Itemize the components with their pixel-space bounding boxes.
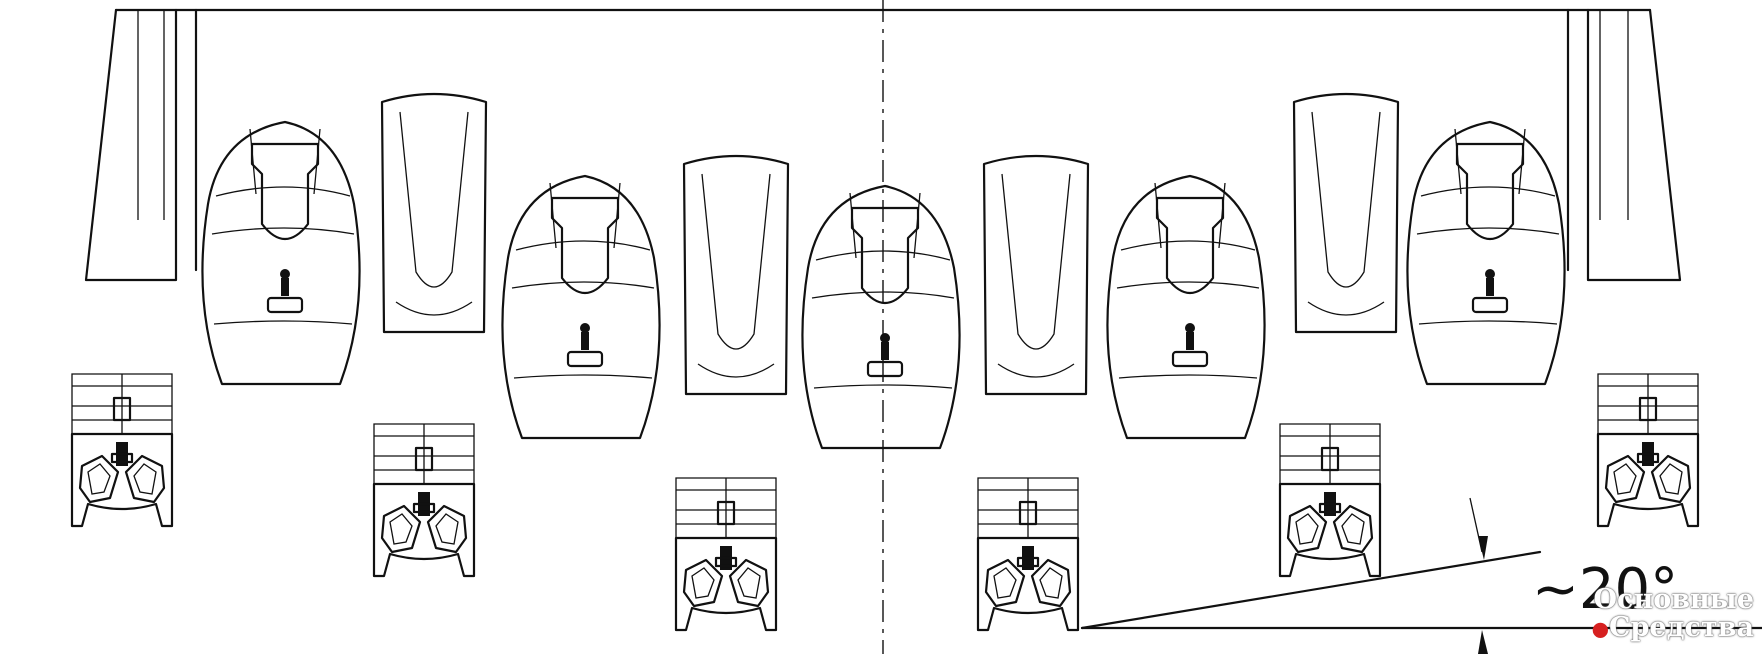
shroud-4 xyxy=(1106,174,1266,440)
shroud-1 xyxy=(201,120,361,386)
shroud-3 xyxy=(801,184,961,450)
angle-dimension xyxy=(1080,497,1762,654)
angle-label: ~20° xyxy=(1532,557,1679,622)
plate-4 xyxy=(1292,92,1400,334)
watermark-dot-icon: ● xyxy=(1591,616,1610,641)
tooth-4 xyxy=(1278,422,1382,578)
left-side-post xyxy=(70,8,198,528)
plate-2 xyxy=(682,154,790,396)
shroud-2 xyxy=(501,174,661,440)
watermark-line-2-text: Средства xyxy=(1609,612,1754,643)
shroud-5 xyxy=(1406,120,1566,386)
plate-1 xyxy=(380,92,488,334)
plate-3 xyxy=(982,154,1090,396)
tooth-3 xyxy=(976,476,1080,632)
watermark-line-2: ●Средства xyxy=(1554,614,1754,643)
watermark-line-1: Основные xyxy=(1593,584,1755,615)
right-side-post xyxy=(1566,8,1700,528)
watermark: Основные ●Средства xyxy=(1554,586,1754,643)
tooth-2 xyxy=(674,476,778,632)
tooth-1 xyxy=(372,422,476,578)
